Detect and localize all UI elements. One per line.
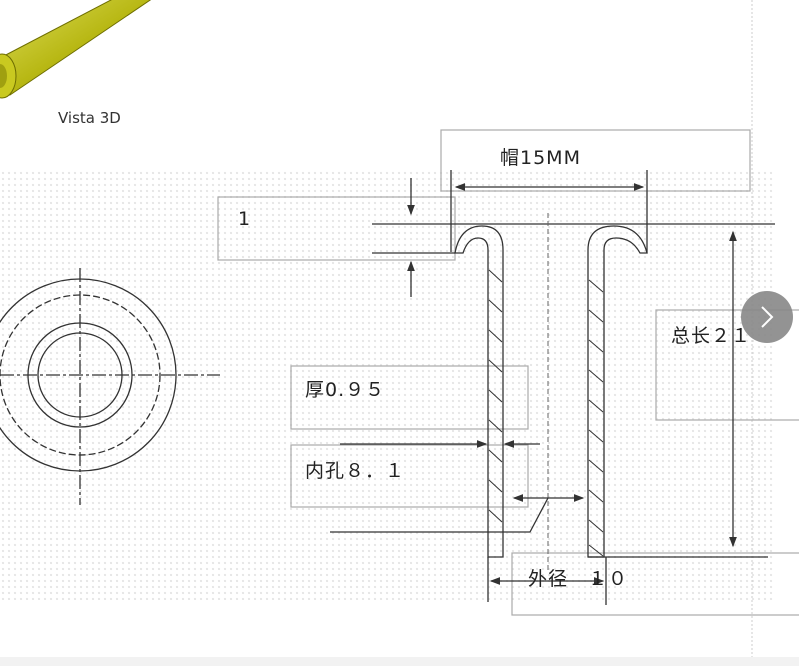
cap-width-label: 帽15MM <box>500 147 581 169</box>
front-view <box>0 268 220 505</box>
3d-view-caption: Vista 3D <box>58 109 121 127</box>
next-image-button[interactable] <box>741 291 793 343</box>
drawing-background <box>0 170 775 600</box>
bottom-bar <box>0 657 799 666</box>
label-boxes <box>217 129 799 616</box>
thickness-label: 厚0.９５ <box>305 379 386 401</box>
total-length-label: 总长２１ <box>671 325 752 347</box>
chevron-right-icon <box>761 306 774 328</box>
section-view <box>330 170 775 605</box>
inner-hole-label: 内孔８．１ <box>305 460 406 482</box>
flange-thickness-label: 1 <box>238 208 252 230</box>
outer-diameter-label: 外径 １０ <box>528 568 629 590</box>
3d-part-render <box>0 0 152 99</box>
